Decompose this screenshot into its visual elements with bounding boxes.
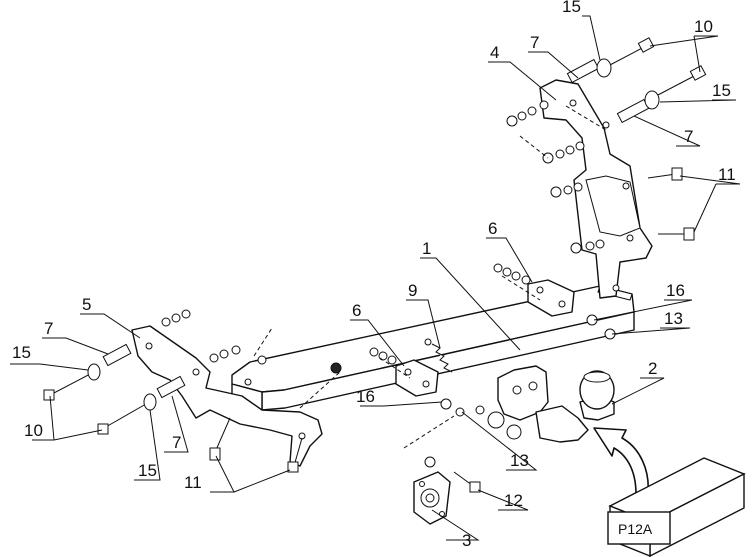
callout-15-right: 15 bbox=[712, 81, 731, 100]
callout-7-right: 7 bbox=[684, 127, 693, 146]
callout-11-right: 11 bbox=[718, 165, 736, 184]
callout-5: 5 bbox=[82, 295, 91, 314]
left-side-bracket-part-5 bbox=[131, 325, 323, 467]
callout-16-right: 16 bbox=[666, 281, 685, 300]
callout-4: 4 bbox=[490, 43, 499, 62]
callout-3: 3 bbox=[462, 531, 471, 550]
callout-1: 1 bbox=[422, 239, 431, 258]
callout-6-mid: 6 bbox=[352, 301, 361, 320]
curved-arrow bbox=[593, 427, 650, 495]
package-box: P12A bbox=[607, 457, 746, 557]
callout-2: 2 bbox=[648, 359, 657, 378]
callout-16-mid: 16 bbox=[356, 387, 375, 406]
callout-7-top: 7 bbox=[530, 33, 539, 52]
assembly-guide-lines bbox=[253, 105, 607, 449]
callout-9: 9 bbox=[408, 281, 417, 300]
callout-11-bottom: 11 bbox=[184, 473, 202, 492]
callout-7-left-bottom: 7 bbox=[172, 433, 181, 452]
small-bracket-part-6-top bbox=[527, 279, 575, 317]
socket-plate-part-3 bbox=[413, 471, 451, 525]
package-label: P12A bbox=[618, 521, 653, 537]
callout-7-left: 7 bbox=[44, 319, 53, 338]
callout-labels: 1 2 3 4 5 6 6 7 7 7 7 9 10 10 11 11 12 1… bbox=[12, 0, 736, 550]
callout-10-top: 10 bbox=[694, 17, 713, 36]
callout-6-top: 6 bbox=[488, 219, 497, 238]
callout-13-right: 13 bbox=[664, 309, 683, 328]
callout-15-bottom: 15 bbox=[138, 461, 157, 480]
callout-10-left: 10 bbox=[24, 421, 43, 440]
callout-13-bottom: 13 bbox=[510, 451, 529, 470]
callout-leaders bbox=[10, 15, 741, 541]
callout-15-left: 15 bbox=[12, 343, 31, 362]
small-bracket-part-6-mid bbox=[395, 359, 439, 397]
callout-12: 12 bbox=[504, 491, 523, 510]
callout-15-top: 15 bbox=[562, 0, 581, 16]
